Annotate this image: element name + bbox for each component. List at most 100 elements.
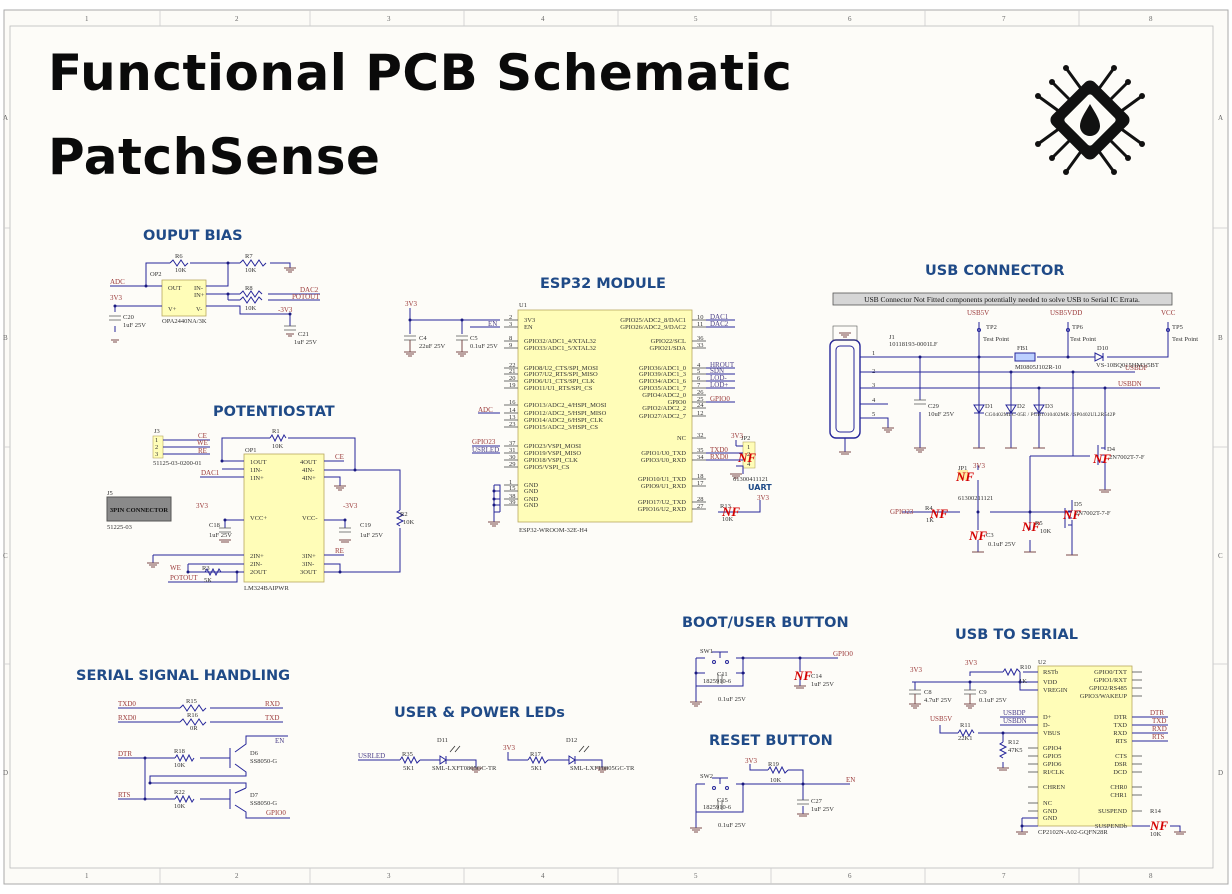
net-label-rxd: RXD: [1152, 725, 1167, 733]
jp1-jumper[interactable]: [958, 470, 968, 480]
d3-ref: D3: [1045, 403, 1053, 410]
pin-label: GPIO2/RS485: [1089, 685, 1127, 692]
net-label-we: WE: [170, 564, 181, 572]
leds-section: USER & POWER LEDs USRLED 3V3 R35 5K1 R17…: [358, 705, 635, 773]
r4-value: 1K: [926, 517, 934, 524]
c18-value: 1uF 25V: [209, 532, 232, 539]
not-fitted-mark: NF: [929, 506, 948, 521]
net-label-dac2: DAC2: [300, 286, 319, 294]
net-label-3v3: 3V3: [503, 744, 516, 752]
row-label: A: [1218, 114, 1223, 122]
r2-value: 10K: [403, 519, 415, 526]
pin-number: 3: [872, 382, 875, 389]
section-title-boot-button: BOOT/USER BUTTON: [682, 615, 849, 631]
d11-part: SML-LXFT0805GC-TR: [432, 765, 497, 772]
pin-label: RI/CLK: [1043, 769, 1065, 776]
section-title-serial-handling: SERIAL SIGNAL HANDLING: [76, 668, 290, 684]
pin-number: 17: [697, 480, 704, 487]
pin-label: V-: [196, 306, 202, 313]
pin-number: 28: [697, 496, 704, 503]
pin-number: 4: [697, 362, 701, 369]
pin-number: 18: [697, 473, 704, 480]
pin-label: VBUS: [1043, 730, 1061, 737]
u2-cp2102n[interactable]: [1037, 665, 1133, 827]
pin-label: GPIO6: [1043, 761, 1062, 768]
pin-label: D-: [1043, 722, 1050, 729]
r14-ref: R14: [1150, 808, 1162, 815]
pin-label: GPIO34/ADC1_6: [639, 378, 687, 385]
c14-value: 1uF 25V: [811, 681, 834, 688]
op2-opamp[interactable]: [161, 279, 207, 317]
pin-label: GPIO21/SDA: [650, 345, 687, 352]
not-fitted-mark: NF: [968, 528, 987, 543]
net-label-gpio0: GPIO0: [266, 809, 286, 817]
pin-label: D+: [1043, 714, 1052, 721]
row-labels: A B C D A B C D: [3, 114, 1223, 777]
sw1-pushbutton[interactable]: [712, 660, 716, 664]
net-label: TXD0: [710, 446, 728, 454]
row-label: D: [3, 769, 8, 777]
output-bias-section: OUPUT BIAS OP2 OUT IN- IN+ V+ V- OPA2440…: [109, 228, 320, 346]
pin-label: 3V3: [524, 317, 535, 324]
r6-value: 10K: [175, 267, 187, 274]
net-label-potout: POTOUT: [292, 293, 320, 301]
pin-number: 1: [509, 479, 512, 486]
pin-label: GPIO18/VSPI_CLK: [524, 457, 578, 464]
net-label-3v3: 3V3: [910, 666, 923, 674]
not-fitted-mark: NF: [1062, 507, 1081, 522]
r17-ref: R17: [530, 751, 542, 758]
pin-number: 10: [697, 314, 704, 321]
c19-ref: C19: [360, 522, 371, 529]
r17-value: 5K1: [531, 765, 542, 772]
pin-number: 32: [697, 432, 704, 439]
op1-quad-opamp[interactable]: [243, 453, 325, 583]
u1-esp32-module[interactable]: [517, 309, 693, 523]
d11-ref: D11: [437, 737, 448, 744]
pin-label: GPIO0/TXT: [1094, 669, 1127, 676]
c20-value: 1uF 25V: [123, 322, 146, 329]
net-label-3v3: 3V3: [745, 757, 758, 765]
u2-left-pins: RSTbVDDVREGIND+D-VBUSGPIO4GPIO5GPIO6RI/C…: [1028, 669, 1068, 822]
pin-label: NC: [1043, 800, 1052, 807]
pin-number: 3: [509, 321, 512, 328]
pin-label: IN+: [194, 292, 205, 299]
pin-number: 38: [509, 493, 516, 500]
j5-part: 51225-03: [107, 524, 132, 531]
pin-label: DCD: [1113, 769, 1127, 776]
net-label-adc: ADC: [478, 406, 493, 414]
c8-value: 4.7uF 25V: [924, 697, 952, 704]
column-dividers-top: [4, 10, 1228, 884]
pin-number: 3: [155, 451, 158, 458]
column-label: 5: [694, 872, 698, 880]
pin-number: 14: [509, 407, 516, 414]
c9-value: 0.1uF 25V: [979, 697, 1007, 704]
pin-label: GPIO23/VSPI_MOSI: [524, 443, 581, 450]
pin-number: 31: [509, 447, 516, 454]
tp6-ref: TP6: [1072, 324, 1084, 331]
c20-ref: C20: [123, 314, 134, 321]
tp5-ref: TP5: [1172, 324, 1183, 331]
net-label-re: RE: [335, 547, 344, 555]
jp2-uart-header[interactable]: [742, 441, 756, 469]
j5-3pin-connector[interactable]: [106, 496, 172, 522]
esp32-section: ESP32 MODULE U1 ESP32-WROOM-32E-H4 3V32E…: [404, 276, 772, 534]
net-label-usb5v: USB5V: [930, 715, 952, 723]
pin-label: GPIO8/U2_CTS/SPI_MOSI: [524, 365, 598, 372]
net-label-usbdp: USBDP: [1125, 364, 1148, 372]
c4-ref: C4: [419, 335, 427, 342]
pin-label: GPIO2/ADC2_2: [642, 405, 686, 412]
column-label: 7: [1002, 15, 1006, 23]
pin-label: TXD: [1114, 722, 1128, 729]
c5-value: 0.1uF 25V: [470, 343, 498, 350]
section-title-reset-button: RESET BUTTON: [709, 733, 833, 749]
column-label: 6: [848, 15, 852, 23]
pin-number: 2: [747, 451, 750, 458]
net-label-txd0: TXD0: [118, 700, 136, 708]
sw2-pushbutton[interactable]: [712, 786, 716, 790]
pin-label: GPIO0: [668, 399, 686, 406]
r7-ref: R7: [245, 253, 253, 260]
column-label: 3: [387, 15, 391, 23]
pin-number: 8: [509, 335, 512, 342]
reset-button-section: RESET BUTTON SW2 3V3 R19 10K C15 1825910…: [690, 733, 855, 833]
pin-label: GPIO4/ADC2_0: [642, 392, 686, 399]
